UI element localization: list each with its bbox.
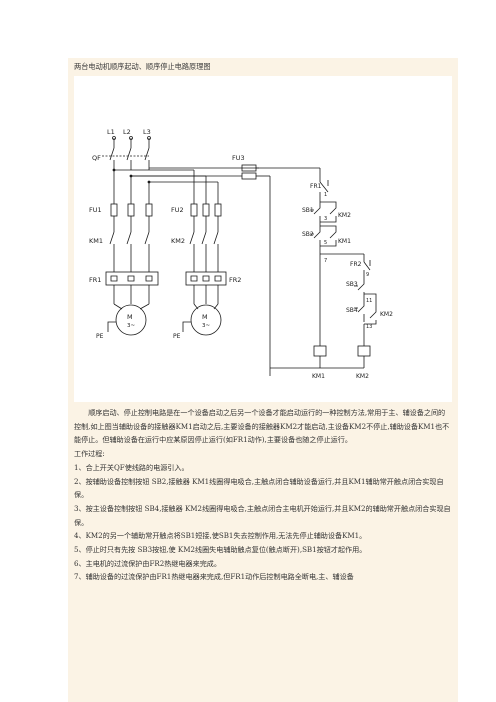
node-3: 3	[324, 216, 327, 222]
circuit-diagram-svg: L1 L2 L3 QF FU3	[89, 128, 393, 380]
sb2-label: SB2	[302, 231, 314, 238]
fu1-fuses: FU1	[89, 203, 153, 232]
fu2-fuses: FU2	[171, 203, 222, 232]
phase-label-l3: L3	[143, 128, 151, 136]
fr1-label: FR1	[89, 276, 101, 284]
node-7: 7	[324, 258, 327, 264]
motor-2-sublabel: 3~	[202, 323, 210, 329]
fu3-fuse: FU3	[131, 154, 321, 376]
node-5: 5	[324, 240, 327, 246]
bus-rows	[112, 167, 259, 204]
ctrl-km1-a-label: KM1	[338, 238, 351, 245]
qf-label: QF	[92, 154, 101, 162]
km1-label: KM1	[89, 237, 103, 245]
km2-label: KM2	[171, 237, 185, 245]
fu1-label: FU1	[89, 206, 102, 214]
ctrl-km2-a-label: KM2	[338, 212, 351, 219]
circuit-diagram: L1 L2 L3 QF FU3	[74, 76, 452, 402]
coil-km1-label: KM1	[312, 373, 325, 380]
sb1-label: SB1	[302, 207, 314, 214]
node-11: 11	[366, 298, 372, 304]
pe-1-label: PE	[96, 333, 104, 340]
fu3-label: FU3	[232, 154, 245, 162]
ctrl-fr1-label: FR1	[310, 183, 322, 190]
node-13: 13	[366, 324, 372, 330]
phase-label-l2: L2	[123, 128, 131, 136]
qf-breaker: QF	[92, 147, 150, 170]
sb4-label: SB4	[346, 307, 358, 314]
process-title: 工作过程:	[74, 449, 105, 459]
ctrl-fr2-label: FR2	[350, 261, 362, 268]
fr1-thermal-relay: FR1	[89, 271, 159, 304]
ctrl-km2-b-label: KM2	[380, 311, 393, 318]
coil-km2-label: KM2	[356, 373, 369, 380]
intro-paragraph: 顺序启动、停止控制电路是在一个设备启动之后另一个设备才能启动运行的一种控制方法,…	[74, 408, 450, 445]
node-9: 9	[366, 272, 369, 278]
document-title: 两台电动机顺序起动、顺序停止电路原理图	[74, 62, 211, 71]
fu2-label: FU2	[171, 206, 184, 214]
step-item: 4、KM2的另一个辅助常开触点将SB1短接,使SB1失去控制作用,无法先停止辅助…	[74, 531, 367, 541]
step-item: 3、按主设备控制按钮 SB4,接触器 KM2线圈得电吸合,主触点闭合主电机开始运…	[74, 503, 451, 527]
km2-main-contacts: KM2	[171, 231, 219, 272]
control-circuit: FR1 1 SB1 KM2 3 SB2 KM1 5 7 FR2 9 SB3 11…	[270, 172, 393, 380]
pe-2-label: PE	[173, 333, 181, 340]
step-item: 5、停止时只有先按 SB3按钮,使 KM2线圈失电辅助触点复位(触点断开),SB…	[74, 545, 367, 555]
step-item: 6、主电机的过流保护由FR2热继电器来完成。	[74, 558, 221, 568]
motor-1-sublabel: 3~	[127, 323, 135, 329]
step-item: 7、辅助设备的过流保护由FR1热继电器来完成,但FR1动作后控制电路全断电,主、…	[74, 572, 354, 582]
motor-2-label: M	[202, 313, 208, 321]
motor-1: M 3~ PE	[96, 303, 150, 340]
step-item: 2、按辅助设备控制按钮 SB2,接触器 KM1线圈得电吸合,主触点闭合辅助设备运…	[74, 476, 444, 500]
description-text: 顺序启动、停止控制电路是在一个设备启动之后另一个设备才能启动运行的一种控制方法,…	[74, 406, 452, 584]
step-item: 1、合上开关QF使线路的电源引入。	[74, 462, 189, 472]
motor-1-label: M	[127, 313, 133, 321]
fr2-thermal-relay: FR2	[185, 271, 241, 304]
phase-wires-top	[112, 136, 151, 148]
phase-label-l1: L1	[107, 128, 115, 136]
node-1: 1	[324, 192, 327, 198]
sb3-label: SB3	[346, 281, 358, 288]
fr2-label: FR2	[229, 276, 241, 284]
motor-2: M 3~ PE	[173, 303, 222, 340]
km1-main-contacts: KM1	[89, 231, 150, 272]
